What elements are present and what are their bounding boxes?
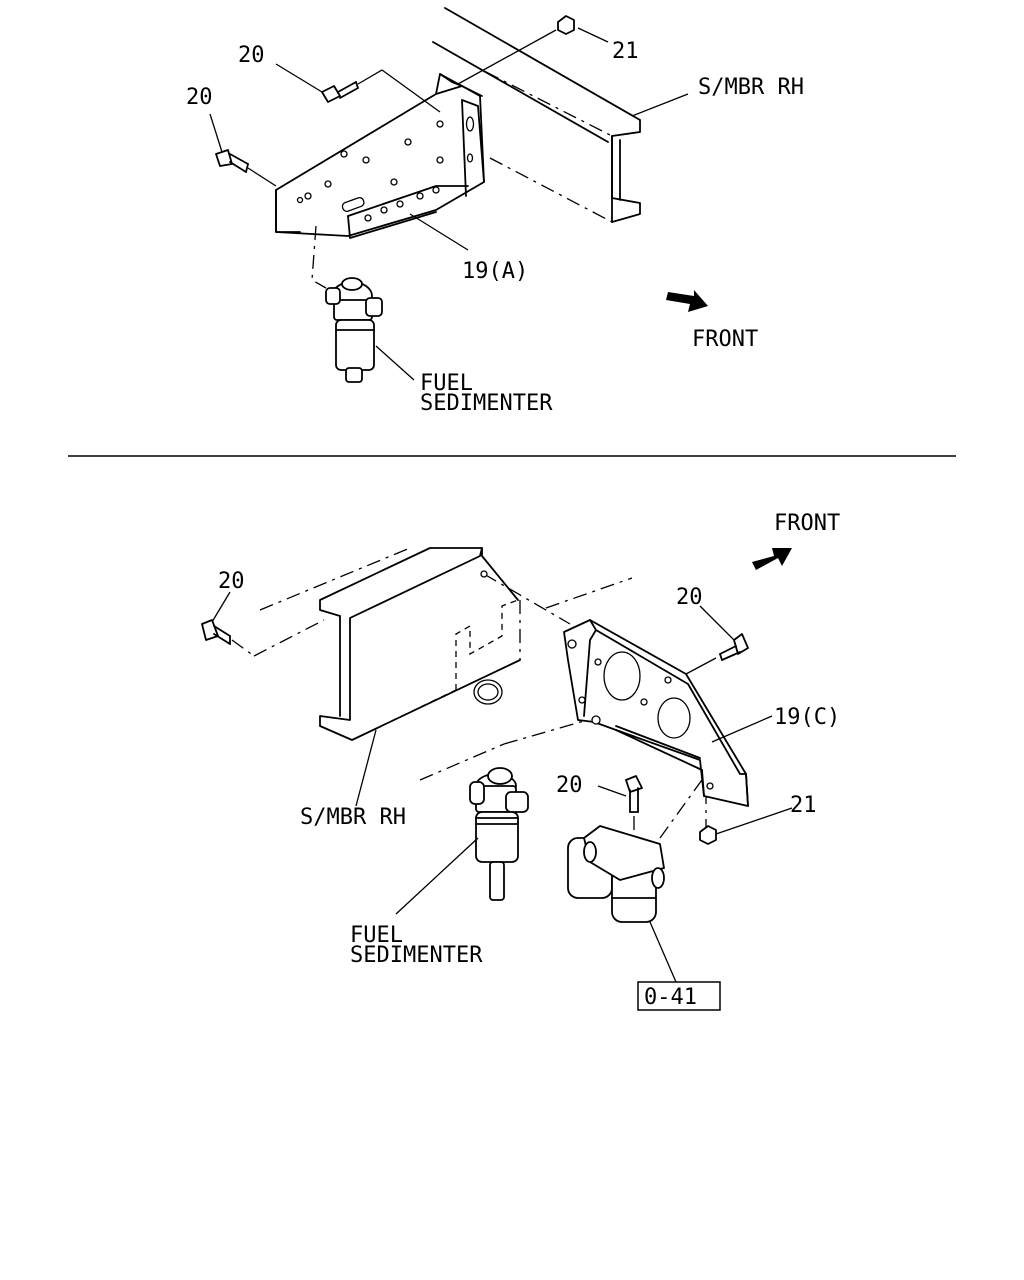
side-member-top <box>432 7 641 223</box>
label-sedimenter-top: SEDIMENTER <box>420 391 553 416</box>
fuel-sedimenter-bottom <box>469 767 529 901</box>
label-bolt-20-left: 20 <box>186 85 213 110</box>
bolt-20-center <box>625 775 643 813</box>
bolt-20-upper <box>321 69 441 113</box>
arrow-right-up-icon <box>752 548 792 570</box>
bottom-assembly <box>201 547 793 1011</box>
label-front-top: FRONT <box>692 327 758 352</box>
label-fuel-top: FUEL <box>420 371 473 396</box>
label-bolt-20-upper: 20 <box>238 43 265 68</box>
label-nut-21-bottom: 21 <box>790 793 817 818</box>
filter-assembly-0-41 <box>567 825 665 923</box>
bracket-19c <box>563 619 749 807</box>
label-fuel-bottom: FUEL <box>350 923 403 948</box>
label-side-member-top: S/MBR RH <box>698 75 804 100</box>
nut-21-bottom <box>699 825 717 845</box>
label-front-bottom: FRONT <box>774 511 840 536</box>
label-ref-box: 0-41 <box>644 985 697 1010</box>
label-nut-21-top: 21 <box>612 39 639 64</box>
ref-box-frame <box>637 981 721 1011</box>
label-bolt-20-bottom-left: 20 <box>218 569 245 594</box>
top-assembly <box>209 7 708 383</box>
label-bracket-19c: 19(C) <box>774 705 840 730</box>
bolt-20-bottom-left <box>201 619 255 657</box>
fuel-sedimenter-top <box>325 277 383 383</box>
bolt-20-left <box>215 149 277 187</box>
label-bolt-20-bottom-right: 20 <box>676 585 703 610</box>
label-bolt-20-center: 20 <box>556 773 583 798</box>
bolt-20-bottom-right <box>685 633 749 675</box>
bracket-19a <box>275 73 485 239</box>
arrow-right-down-icon <box>666 290 708 312</box>
label-side-member-bottom: S/MBR RH <box>300 805 406 830</box>
nut-21-top <box>457 15 575 85</box>
label-sedimenter-bottom: SEDIMENTER <box>350 943 483 968</box>
side-member-bottom <box>259 547 521 741</box>
label-bracket-19a: 19(A) <box>462 259 528 284</box>
